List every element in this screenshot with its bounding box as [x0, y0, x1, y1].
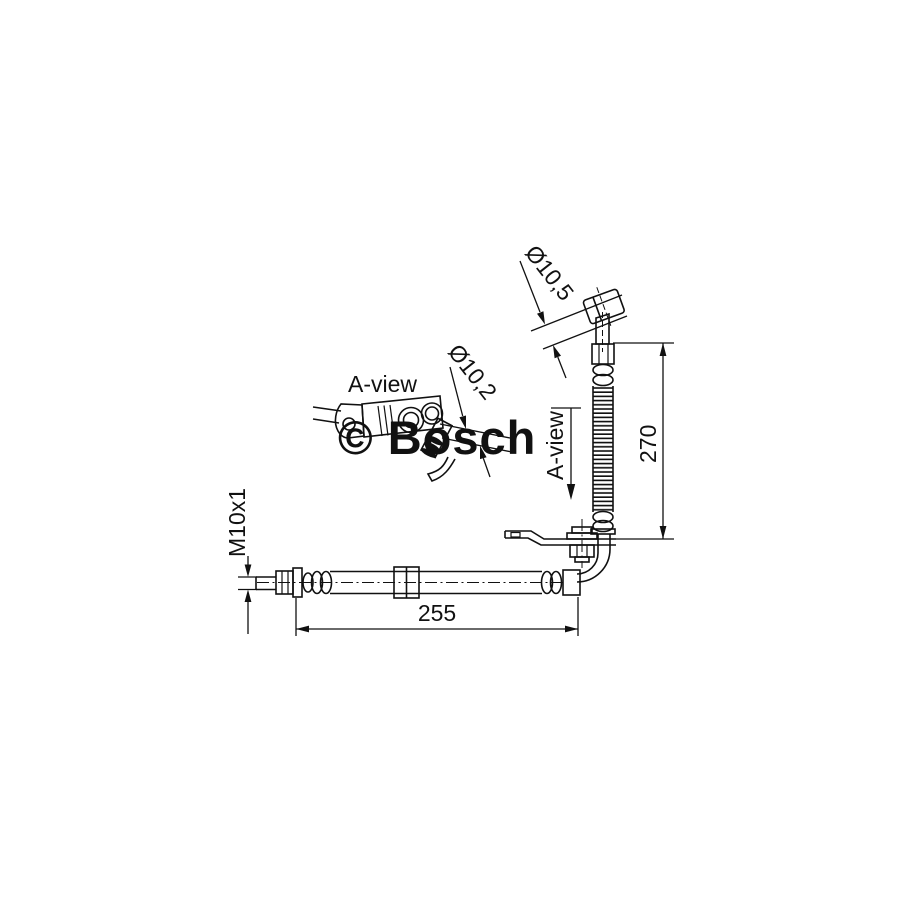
detail-foot	[426, 456, 456, 482]
length-255-label: 255	[418, 600, 456, 626]
height-270-label: 270	[635, 425, 661, 463]
hex-fitting	[591, 343, 615, 387]
arrowhead	[565, 625, 578, 633]
arrowhead	[459, 415, 466, 429]
hose-body	[257, 570, 563, 595]
detail-arm	[361, 395, 444, 438]
arrowhead	[659, 343, 667, 356]
view-direction-indicator: A-view	[542, 407, 581, 500]
detail-view-title: A-view	[348, 371, 417, 397]
arrowhead	[244, 564, 252, 577]
mounting-bracket	[504, 530, 616, 546]
thread-size-label: M10x1	[224, 488, 250, 557]
arrowhead	[659, 526, 667, 539]
hose-clamp	[393, 566, 420, 599]
detail-banjo-eye	[420, 402, 444, 425]
thread-dimension: M10x1	[224, 488, 257, 634]
detail-clevis	[334, 403, 365, 439]
hose-end-fitting	[255, 567, 333, 598]
arrowhead	[296, 625, 309, 633]
arrowhead	[537, 311, 545, 325]
detail-tube	[312, 406, 342, 412]
length-dimension-255: 255	[295, 597, 579, 636]
diameter-detail-label: Ø10,2	[443, 339, 502, 404]
diameter-dimension-top: Ø10,5	[519, 240, 628, 379]
detail-view: A-view	[312, 371, 456, 482]
height-dimension-270: 270	[613, 342, 674, 540]
arrowhead	[480, 445, 487, 460]
down-arrow-icon	[566, 484, 576, 500]
elbow-tube	[576, 534, 611, 583]
fitting-hex-nut	[275, 570, 294, 595]
arrowhead	[244, 589, 252, 602]
clevis-hole	[342, 417, 356, 431]
diameter-top-label: Ø10,5	[520, 240, 579, 305]
detail-stem	[419, 417, 454, 459]
corrugated-sleeve	[590, 386, 616, 535]
view-direction-label: A-view	[542, 411, 568, 480]
bracket-nut	[566, 519, 598, 568]
bracket-hole	[510, 531, 521, 538]
banjo-fitting	[582, 287, 625, 352]
arrowhead	[553, 345, 561, 359]
